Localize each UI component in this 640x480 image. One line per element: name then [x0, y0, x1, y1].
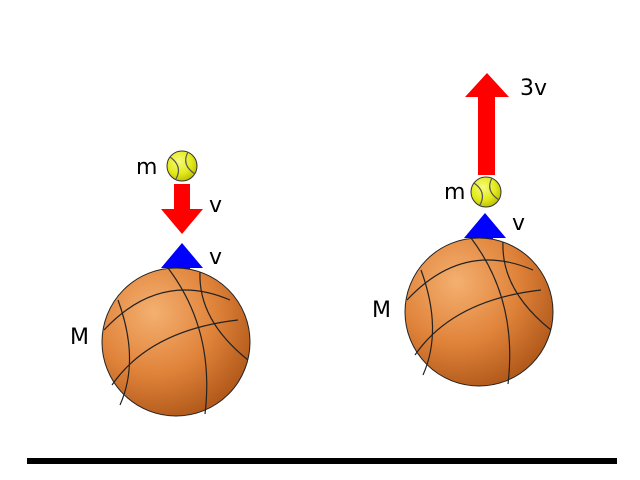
before-collision-scene: m v v M [70, 150, 251, 417]
large-ball-velocity-label: v [209, 245, 222, 270]
basketball-icon [101, 267, 251, 417]
basketball-icon [404, 237, 554, 387]
tennis-ball-icon [470, 176, 502, 208]
large-ball-velocity-label: v [512, 211, 525, 236]
small-ball-label: m [136, 155, 157, 180]
small-ball-label: m [444, 180, 465, 205]
large-ball-label: M [70, 325, 89, 350]
upward-3v-arrow [465, 73, 509, 175]
tennis-ball-icon [166, 150, 198, 182]
large-ball-label: M [372, 298, 391, 323]
after-collision-scene: 3v m v M [372, 73, 554, 387]
small-ball-velocity-label: v [209, 193, 222, 218]
ground-line [27, 458, 617, 464]
small-ball-velocity-label: 3v [520, 76, 547, 101]
downward-velocity-arrow [161, 184, 203, 234]
